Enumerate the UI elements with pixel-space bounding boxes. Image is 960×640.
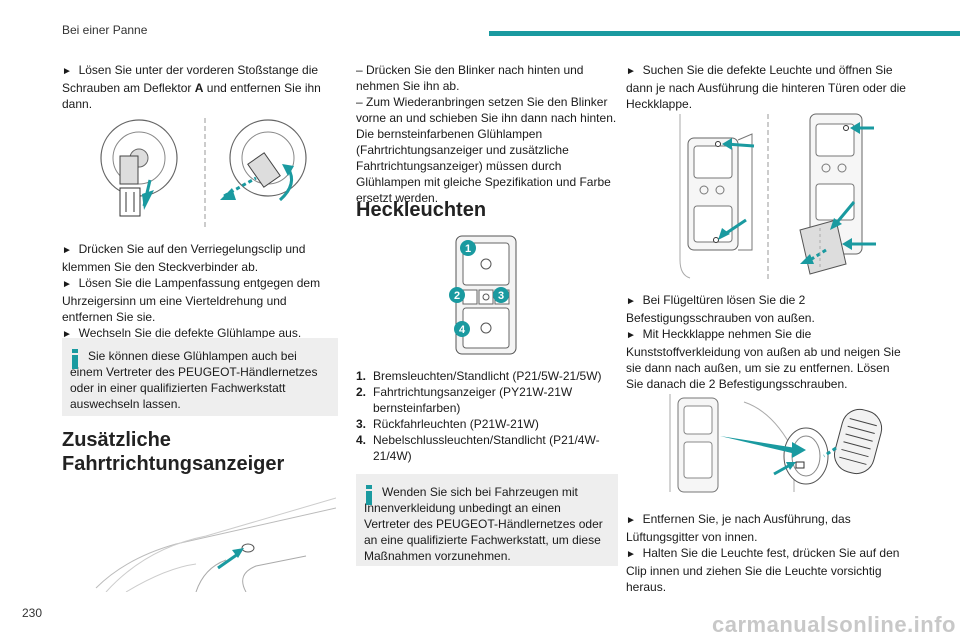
rear-light-cluster-diagram: 1 2 3 4 [449, 235, 517, 355]
info-box-2: Wenden Sie sich bei Fahrzeugen mit Innen… [356, 474, 618, 566]
legend-item: 4.Nebelschlussleuchten/Standlicht (P21/4… [356, 433, 600, 463]
col2-steps: – Drücken Sie den Blinker nach hinten un… [356, 63, 617, 205]
bullet-icon: ► [626, 296, 636, 307]
fog-lamp-illustration [84, 112, 324, 232]
info-icon [72, 349, 78, 369]
col3-steps-a: ► Bei Flügeltüren lösen Sie die 2 Befest… [626, 293, 901, 391]
legend-item: 1.Bremsleuchten/Standlicht (P21/5W-21/5W… [356, 369, 602, 383]
page-number: 230 [22, 606, 43, 620]
col1-steps: ► Drücken Sie auf den Verriegelungsclip … [62, 242, 321, 340]
section-title: Bei einer Panne [62, 23, 148, 37]
legend-item: 3.Rückfahrleuchten (P21W-21W) [356, 417, 539, 431]
col1-step-1: ► Lösen Sie unter der vorderen Stoßstang… [62, 63, 321, 111]
callout-3: 3 [498, 290, 504, 302]
rear-door-tailgate-illustration [679, 113, 876, 282]
bullet-icon: ► [62, 329, 72, 340]
vehicle-side-indicator-illustration [95, 497, 336, 592]
bullet-icon: ► [626, 515, 636, 526]
watermark: carmanualsonline.info [712, 612, 956, 637]
bullet-icon: ► [62, 66, 72, 77]
callout-4: 4 [459, 324, 466, 336]
bullet-icon: ► [62, 245, 72, 256]
bullet-icon: ► [626, 330, 636, 341]
bullet-icon: ► [62, 279, 72, 290]
callout-1-marker [460, 240, 476, 256]
legend-item: 2.Fahrtrichtungsanzeiger (PY21W-21W bern… [356, 385, 573, 415]
callout-3-marker [493, 287, 509, 303]
bulb-legend: 1.Bremsleuchten/Standlicht (P21/5W-21/5W… [356, 368, 624, 464]
callout-2-marker [449, 287, 465, 303]
callout-4-marker [454, 321, 470, 337]
ventilation-grille-illustration [669, 394, 883, 493]
info-icon [366, 485, 372, 505]
heading-rear-lights: Heckleuchten [356, 199, 487, 221]
callout-2: 2 [454, 290, 460, 302]
bullet-icon: ► [626, 549, 636, 560]
bullet-icon: ► [626, 66, 636, 77]
heading-additional-indicators: Zusätzliche Fahrtrichtungsanzeiger [62, 429, 285, 475]
info-box-1: Sie können diese Glühlampen auch bei ein… [62, 338, 338, 416]
col3-steps-b: ► Entfernen Sie, je nach Ausführung, das… [626, 512, 900, 594]
header-accent-bar [489, 31, 960, 36]
col3-step-1: ► Suchen Sie die defekte Leuchte und öff… [626, 63, 906, 111]
callout-1: 1 [465, 243, 471, 255]
